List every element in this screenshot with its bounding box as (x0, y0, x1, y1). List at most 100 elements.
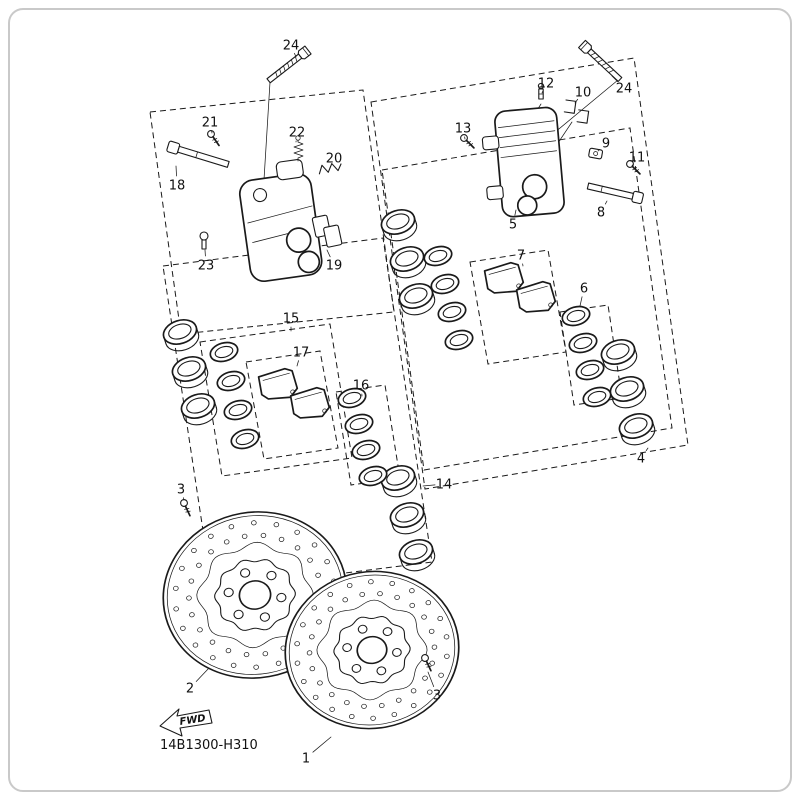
caliper-lug (481, 135, 500, 151)
seal-ring (575, 359, 605, 381)
drill-hole (223, 539, 230, 545)
piston-bore (297, 250, 321, 274)
callout-number: 24 (616, 82, 633, 97)
drill-hole (209, 639, 216, 645)
drill-hole (409, 588, 415, 594)
drill-hole (278, 536, 285, 542)
drill-hole (208, 549, 214, 555)
drill-hole (228, 524, 235, 530)
caliper-piston (389, 246, 427, 279)
screw (626, 160, 641, 175)
drill-hole (359, 591, 365, 597)
drill-hole (294, 641, 300, 647)
drill-hole (253, 664, 259, 670)
drill-hole (422, 675, 428, 681)
drill-hole (396, 697, 402, 703)
shim (323, 224, 343, 248)
callout-number: 17 (293, 346, 310, 361)
box-right-inner (381, 127, 673, 471)
brake-pad (257, 367, 299, 400)
callout-number: 11 (629, 151, 646, 166)
drill-hole (361, 703, 367, 709)
callout-leader (645, 447, 649, 452)
drill-hole (260, 532, 267, 538)
caliper-fin (500, 150, 557, 158)
callout-number: 12 (538, 77, 555, 92)
drill-hole (208, 533, 214, 539)
hub-bolt-hole (266, 570, 277, 581)
pad-shims-19 (311, 214, 343, 248)
hub-bolt-hole (276, 592, 287, 603)
drill-hole (346, 582, 353, 588)
hub-bolt-hole (382, 627, 393, 637)
hub-bolt-hole (233, 609, 244, 620)
callout-number: 6 (580, 282, 588, 297)
pin-groove (600, 185, 603, 193)
drill-hole (196, 562, 202, 568)
screw (207, 130, 220, 147)
drill-hole (327, 606, 334, 612)
fwd-marker: FWD (159, 708, 213, 737)
mounting-bolt (578, 39, 623, 82)
drill-hole (349, 713, 355, 719)
drill-hole (309, 634, 315, 640)
callout-leader (175, 165, 177, 177)
seal-ring (337, 387, 367, 409)
drill-hole (370, 715, 376, 721)
caliper-fin (499, 140, 557, 148)
box-seal-kit-15 (199, 323, 353, 477)
callout-number: 13 (455, 122, 472, 137)
pin-groove (195, 151, 198, 159)
hub-bolt-hole (357, 624, 368, 634)
drill-hole (391, 712, 398, 718)
drill-hole (426, 689, 433, 695)
caliper-piston (162, 319, 200, 352)
drill-hole (306, 650, 313, 656)
callout-number: 5 (509, 218, 517, 233)
drill-hole (312, 694, 319, 700)
drill-hole (311, 542, 318, 548)
seal-ring (444, 329, 474, 351)
drill-hole (438, 672, 444, 678)
drill-hole (409, 602, 415, 608)
seal-ring (351, 439, 381, 461)
drill-hole (316, 619, 322, 625)
callout-number: 3 (433, 689, 441, 704)
clip-plate (588, 147, 604, 160)
hub-bolt-hole (376, 666, 387, 676)
generated-parts (162, 39, 656, 672)
drill-hole (210, 655, 216, 661)
callout-leader (579, 296, 583, 307)
caliper-lug (275, 159, 304, 181)
drill-hole (379, 703, 385, 709)
drill-hole (444, 653, 450, 659)
drill-hole (443, 634, 450, 640)
drill-hole (262, 651, 269, 657)
brake-pad (289, 386, 331, 419)
piston-bore (285, 227, 312, 253)
retainer-clip-9 (588, 147, 604, 160)
part-number-label: 14B1300-H310 (160, 738, 258, 753)
drill-hole (368, 579, 374, 585)
clip-hole (593, 151, 598, 156)
callout-leader (604, 200, 608, 205)
drill-hole (315, 572, 321, 578)
hub-bolt-hole (392, 647, 402, 657)
drill-hole (186, 595, 192, 601)
page-border (8, 8, 792, 792)
caliper-detail-line (252, 233, 289, 243)
callout-number: 1 (302, 752, 310, 767)
callout-leader (427, 671, 435, 687)
seal-ring (582, 386, 612, 408)
caliper-piston (180, 393, 218, 426)
caliper-fin (498, 130, 556, 139)
seal-ring (561, 305, 591, 327)
callout-number: 15 (283, 312, 300, 327)
hub-bore (356, 635, 388, 665)
bleed-screw-23 (199, 231, 209, 250)
seal-ring (568, 332, 598, 354)
drill-hole (301, 679, 307, 685)
callout-number: 23 (198, 259, 215, 274)
drill-hole (311, 605, 318, 611)
drill-hole (275, 660, 282, 666)
